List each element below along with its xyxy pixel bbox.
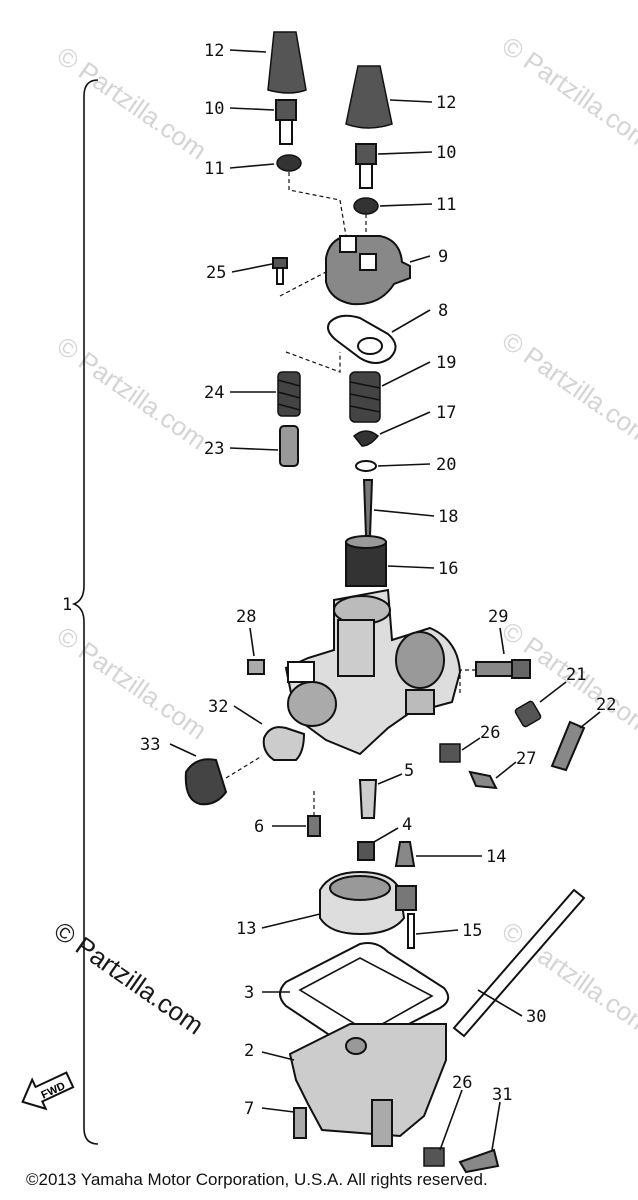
throttle-spring (349, 371, 381, 423)
callout-labels: 12 10 11 12 10 11 25 9 8 24 19 17 23 20 … (62, 41, 616, 1119)
watermark-text: © Partzilla.com (497, 915, 638, 1040)
idle-adjust-screw (550, 720, 586, 772)
assembly-path (459, 669, 476, 694)
throttle-stop-screw (468, 770, 498, 790)
callout-19: 19 (436, 353, 456, 373)
rubber-cap-right (345, 65, 393, 129)
cable-adjuster-left (275, 99, 297, 121)
drain-pipe (452, 888, 586, 1038)
callout-3: 3 (244, 983, 254, 1003)
mixing-chamber-top-boss (359, 253, 377, 271)
float-chamber-gasket-inner (298, 957, 434, 1033)
float (319, 870, 417, 936)
float-pin (407, 913, 415, 949)
assembly-path (285, 351, 341, 373)
float-chamber (288, 1023, 447, 1147)
callout-17: 17 (436, 403, 456, 423)
callout-4: 4 (402, 815, 412, 835)
leader-lines (169, 49, 601, 1151)
callout-33: 33 (140, 735, 160, 755)
assembly-path (288, 172, 347, 237)
callout-22: 22 (596, 695, 616, 715)
callout-10: 10 (436, 143, 456, 163)
cable-adjuster-right (355, 143, 377, 165)
pilot-air-screw-head (511, 659, 531, 679)
carburetor-body (284, 588, 462, 756)
hex-nut (247, 659, 265, 675)
needle-valve (394, 841, 416, 867)
callout-31: 31 (492, 1085, 512, 1105)
callout-26: 26 (452, 1073, 472, 1093)
callout-15: 15 (462, 921, 482, 941)
screw (272, 257, 288, 269)
callout-13: 13 (236, 919, 256, 939)
needle-clip (352, 430, 380, 447)
callout-9: 9 (438, 247, 448, 267)
watermark-text: © Partzilla.com (497, 30, 638, 155)
drain-screw (458, 1148, 500, 1174)
watermark-text: © Partzilla.com (52, 330, 213, 455)
callout-20: 20 (436, 455, 456, 475)
callout-32: 32 (208, 697, 228, 717)
air-cap (184, 758, 228, 806)
callout-29: 29 (488, 607, 508, 627)
o-ring-lower (423, 1147, 445, 1167)
assembly-path (225, 755, 263, 779)
rubber-cap-left (267, 31, 307, 94)
callout-11: 11 (204, 159, 224, 179)
assembly-bracket (71, 79, 99, 1145)
cable-adjuster-left-thread (279, 119, 293, 145)
screw-thread (276, 267, 284, 285)
callout-2: 2 (244, 1041, 254, 1061)
callout-16: 16 (438, 559, 458, 579)
watermark-text: © Partzilla.com (52, 620, 213, 745)
callout-14: 14 (486, 847, 506, 867)
o-ring (439, 743, 461, 763)
watermark-text: © Partzilla.com (52, 40, 213, 165)
callout-12: 12 (204, 41, 224, 61)
callout-7: 7 (244, 1099, 254, 1119)
callout-27: 27 (516, 749, 536, 769)
callout-18: 18 (438, 507, 458, 527)
spring (514, 700, 542, 728)
pilot-jet (307, 815, 321, 837)
float-chamber-gasket (279, 942, 450, 1050)
watermark-main: © Partzilla.com (49, 915, 210, 1040)
copyright-notice: ©2013 Yamaha Motor Corporation, U.S.A. A… (26, 1170, 488, 1189)
throttle-valve (345, 535, 387, 587)
callout-5: 5 (404, 761, 414, 781)
lock-nut-right (353, 197, 379, 215)
callout-25: 25 (206, 263, 226, 283)
callout-12: 12 (436, 93, 456, 113)
pilot-air-screw (475, 661, 513, 677)
callout-24: 24 (204, 383, 224, 403)
cap-gasket-hole (357, 337, 383, 355)
callout-23: 23 (204, 439, 224, 459)
assembly-path (279, 271, 327, 297)
clamp-ring (262, 726, 306, 761)
main-jet (357, 841, 375, 861)
callout-1: 1 (62, 595, 72, 615)
lock-nut-left (276, 154, 302, 172)
spring-left (277, 371, 301, 417)
callout-30: 30 (526, 1007, 546, 1027)
callout-26: 26 (480, 723, 500, 743)
main-nozzle (358, 779, 378, 819)
callout-8: 8 (438, 301, 448, 321)
starter-plunger (279, 425, 299, 467)
callout-21: 21 (566, 665, 586, 685)
fwd-arrow-icon: FWD (21, 1071, 75, 1111)
washer (355, 460, 377, 472)
float-chamber-screw (293, 1107, 307, 1139)
callout-11: 11 (436, 195, 456, 215)
callout-10: 10 (204, 99, 224, 119)
watermark-text: © Partzilla.com (497, 325, 638, 450)
mixing-chamber-top-boss (339, 235, 357, 253)
cable-adjuster-right-thread (359, 163, 373, 189)
callout-28: 28 (236, 607, 256, 627)
callout-6: 6 (254, 817, 264, 837)
jet-needle (362, 479, 374, 537)
